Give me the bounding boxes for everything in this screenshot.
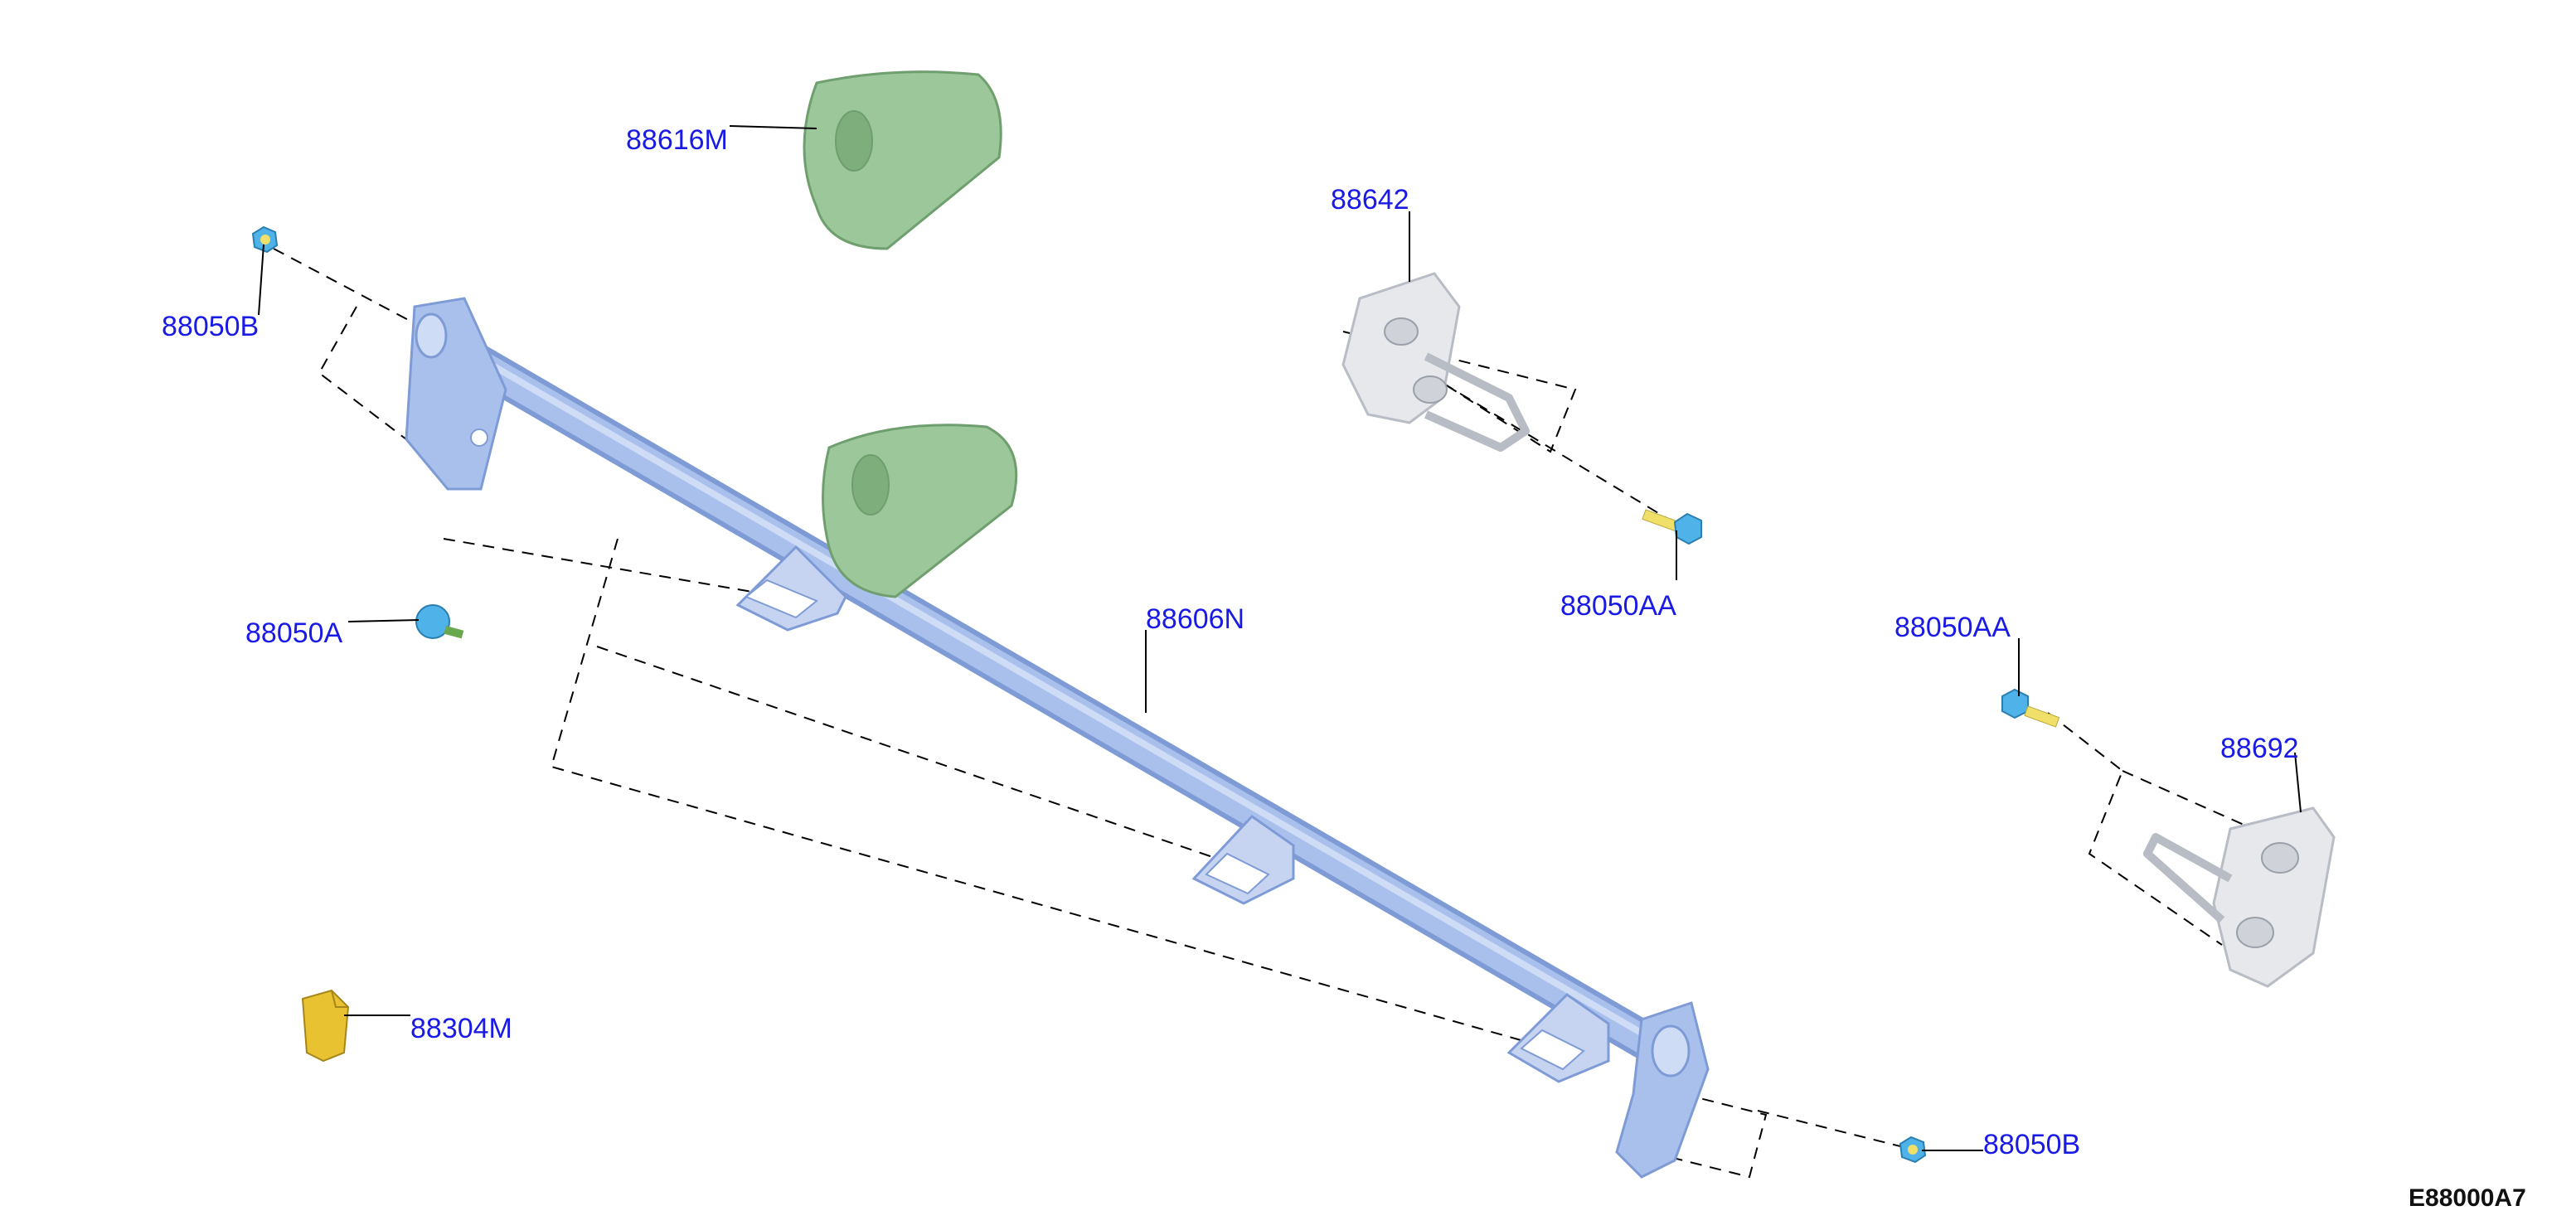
nut-88050b-left (251, 225, 279, 254)
callout-88050aa-mid: 88050AA (1894, 612, 2011, 643)
bolt-88050aa-mid (2001, 688, 2060, 728)
assembly-lines (273, 248, 2273, 1179)
callout-88304m: 88304M (410, 1013, 512, 1044)
figure-id: E88000A7 (2409, 1184, 2526, 1212)
callout-88642: 88642 (1331, 184, 1409, 215)
bracket-88642 (1341, 272, 1530, 452)
callout-88616m: 88616M (626, 124, 728, 156)
callout-88050a: 88050A (245, 617, 343, 649)
callout-88050b-right: 88050B (1983, 1129, 2080, 1160)
nut-88050b-right (1899, 1136, 1927, 1164)
callout-88050aa-top: 88050AA (1560, 590, 1676, 622)
callout-88606n: 88606N (1146, 603, 1244, 635)
pad-on-tube (822, 424, 1018, 598)
callout-labels: 88616M 88642 88050B 88050AA 88050A 88606… (162, 124, 2299, 1160)
callout-88692: 88692 (2220, 733, 2299, 764)
bracket-88692 (2143, 806, 2336, 988)
bolt-88050aa-top (1642, 509, 1702, 545)
bolt-88050a (415, 604, 464, 639)
leader-lines (258, 125, 2302, 1151)
tube-88606n (405, 297, 1710, 1179)
pad-88616m-upper (803, 70, 1002, 250)
clip-88304m (301, 989, 350, 1063)
callout-88050b-left: 88050B (162, 311, 259, 342)
